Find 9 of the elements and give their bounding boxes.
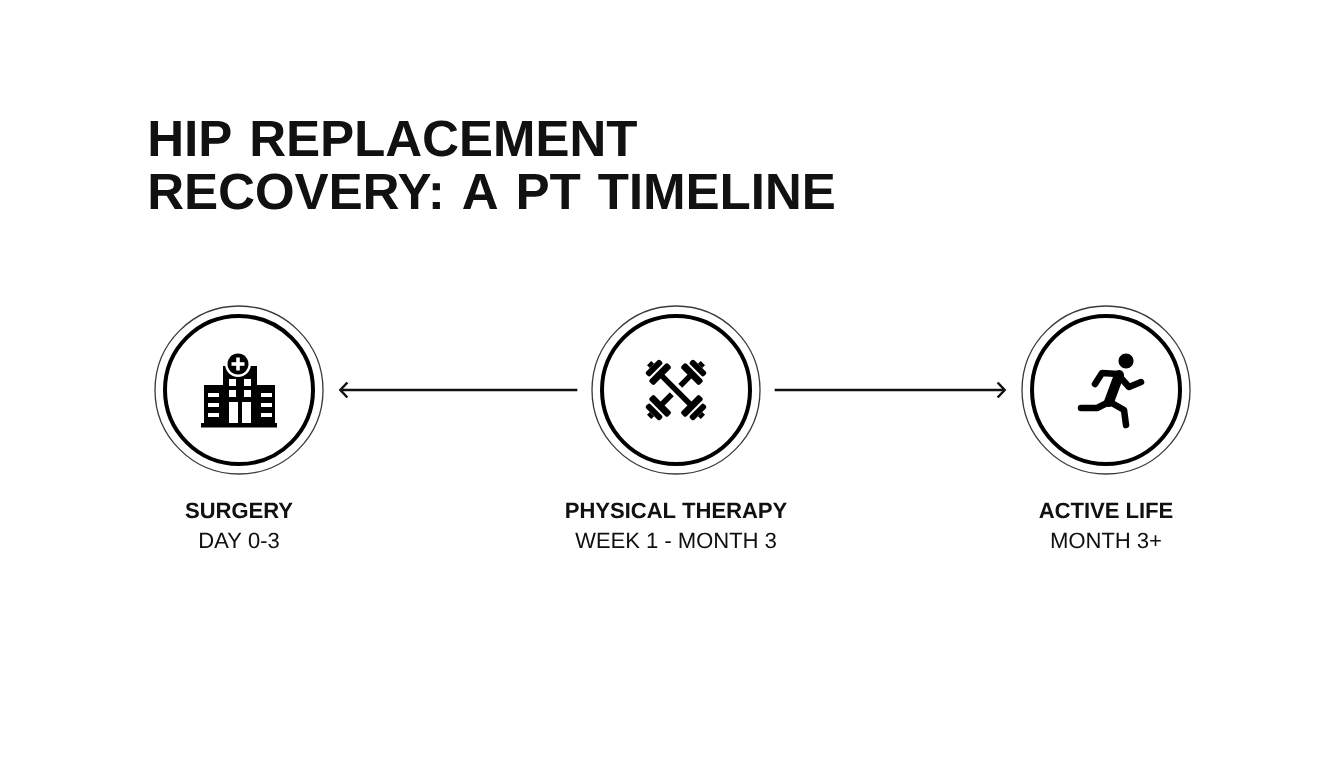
duration-label: DAY 0-3	[200, 532, 279, 549]
duration-label: MONTH 3+	[1051, 532, 1161, 549]
arrow	[338, 381, 578, 399]
arrow	[774, 381, 1007, 399]
duration-label: WEEK 1 - MONTH 3	[575, 532, 776, 549]
title: HIP REPLACEMENT RECOVERY: A PT TIMELINE	[150, 120, 834, 210]
phase-heading: SURGERY	[185, 502, 293, 519]
phase-heading: ACTIVE LIFE	[1039, 502, 1173, 519]
phase-heading: PHYSICAL THERAPY	[566, 502, 787, 519]
